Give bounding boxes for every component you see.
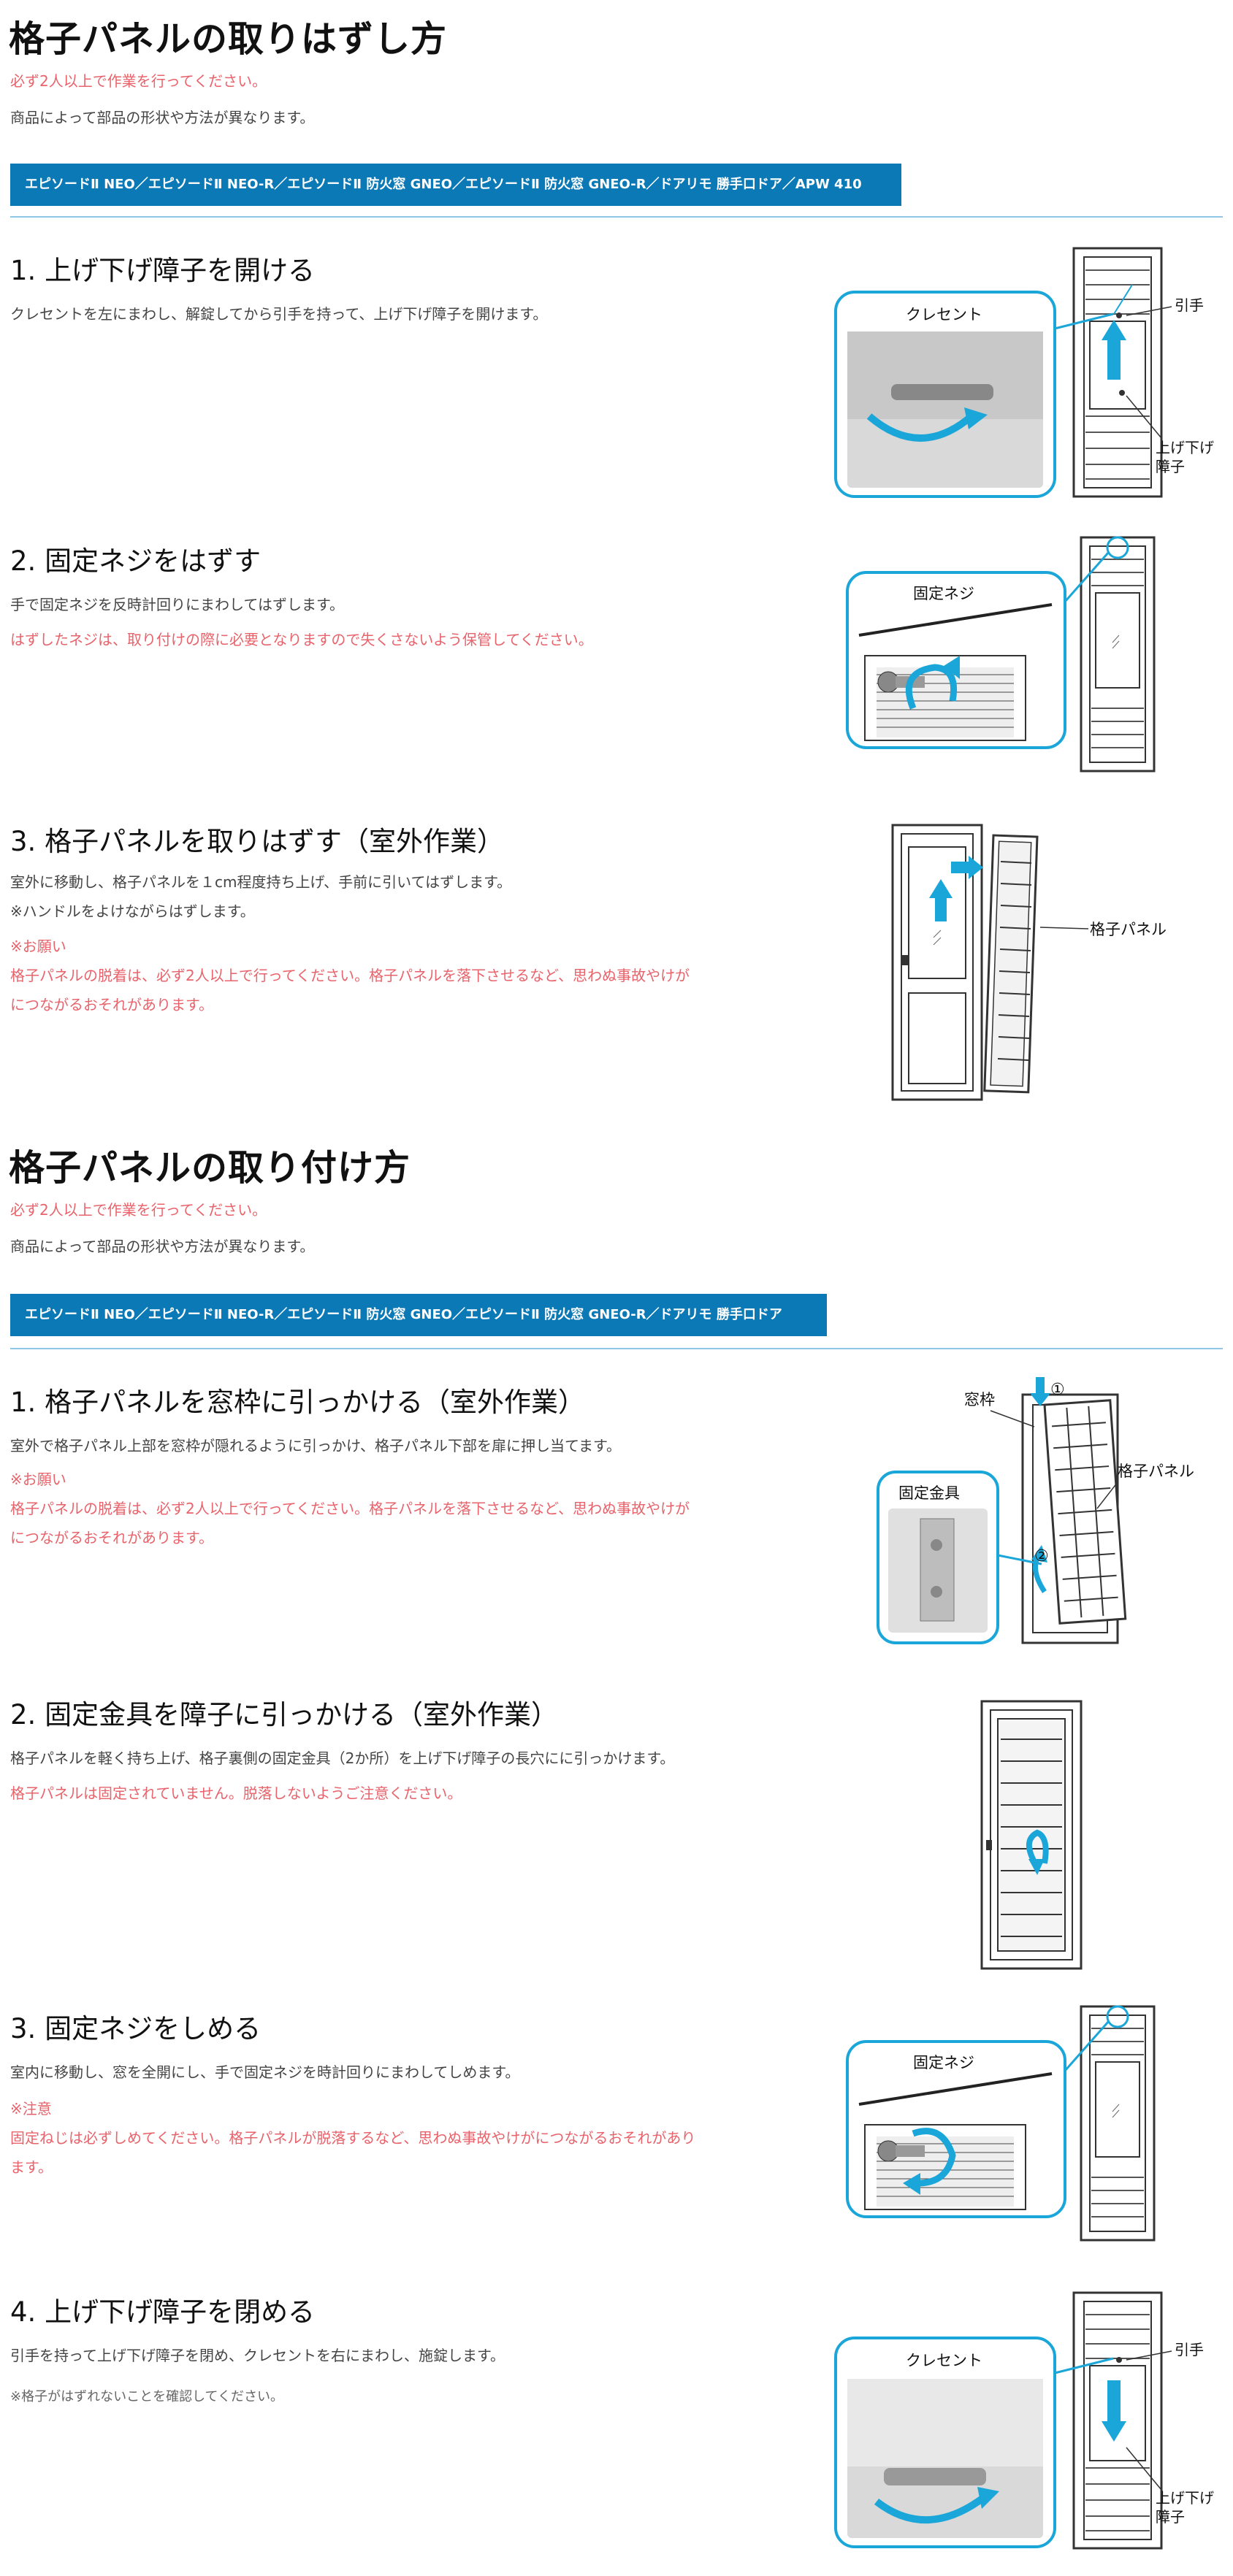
removal-product-tag: エピソードⅡ NEO／エピソードⅡ NEO-R／エピソードⅡ 防火窓 GNEO／… [10,164,901,206]
step-warning: につながるおそれがあります。 [10,1529,213,1546]
step-text: 室外で格子パネル上部を窓枠が隠れるように引っかけ、格子パネル下部を扉に押し当てま… [10,1437,621,1454]
removal-title: 格子パネルの取りはずし方 [9,18,448,60]
label-pull-handle: 引手 [1175,2341,1204,2358]
label-sash-2: 障子 [1156,458,1185,475]
removal-note: 商品によって部品の形状や方法が異なります。 [10,109,315,126]
step-number-1: ① [1050,1381,1065,1399]
step-text: 引手を持って上げ下げ障子を閉め、クレセントを右にまわし、施錠します。 [10,2347,505,2364]
label-pull-handle: 引手 [1175,296,1204,314]
step-number-2: ② [1034,1547,1049,1565]
step-illustration: 引手 上げ下げ 障子 クレセント [834,2291,1214,2550]
callout-fixing-screw: 固定ネジ [913,2054,974,2071]
label-sash: 上げ下げ [1156,2489,1214,2507]
label-window-frame: 窓枠 [964,1391,995,1408]
step-warning-head: ※注意 [10,2100,52,2117]
label-sash-2: 障子 [1156,2508,1185,2526]
step-title: 3. 固定ネジをしめる [10,2013,262,2044]
install-title: 格子パネルの取り付け方 [9,1147,411,1189]
step-note: ※格子がはずれないことを確認してください。 [10,2389,283,2404]
step-illustration [980,1700,1083,1970]
step-text: 格子パネルを軽く持ち上げ、格子裏側の固定金具（2か所）を上げ下げ障子の長穴にに引… [10,1749,675,1767]
step-text: 手で固定ネジを反時計回りにまわしてはずします。 [10,596,344,613]
label-lattice-panel: 格子パネル [1118,1463,1194,1480]
step-warning: ます。 [10,2158,53,2176]
callout-fixing-bracket: 固定金具 [898,1484,960,1502]
step-title: 2. 固定ネジをはずす [10,545,262,577]
step-warning-head: ※お願い [10,1471,66,1488]
label-sash: 上げ下げ [1156,439,1214,456]
step-illustration: 格子パネル [891,824,1167,1101]
step-text: 室外に移動し、格子パネルを１cm程度持ち上げ、手前に引いてはずします。 [10,873,512,891]
step-warning: 格子パネルは固定されていません。脱落しないようご注意ください。 [10,1785,462,1802]
divider [10,216,1223,218]
step-illustration: 固定ネジ [846,536,1156,773]
step-text: ※ハンドルをよけながらはずします。 [10,902,255,920]
step-text: クレセントを左にまわし、解錠してから引手を持って、上げ下げ障子を開けます。 [10,305,548,323]
step-title: 2. 固定金具を障子に引っかける（室外作業） [10,1699,559,1730]
step-warning-head: ※お願い [10,938,66,955]
install-warning: 必ず2人以上で作業を行ってください。 [10,1201,267,1219]
install-note: 商品によって部品の形状や方法が異なります。 [10,1238,315,1255]
step-illustration: 固定ネジ [846,2005,1156,2242]
callout-crescent: クレセント [906,2352,982,2369]
step-warning: につながるおそれがあります。 [10,996,213,1013]
step-illustration: ① ② 窓枠 格子パネル 固定金具 [877,1377,1194,1644]
step-title: 1. 上げ下げ障子を開ける [10,255,316,286]
step-title: 3. 格子パネルを取りはずす（室外作業） [10,826,505,857]
divider [10,1348,1223,1349]
step-title: 1. 格子パネルを窓枠に引っかける（室外作業） [10,1387,586,1418]
step-text: 室内に移動し、窓を全開にし、手で固定ネジを時計回りにまわしてしめます。 [10,2063,520,2081]
step-illustration: 引手 上げ下げ 障子 クレセント [834,247,1214,498]
label-lattice-panel: 格子パネル [1090,921,1167,938]
install-product-tag: エピソードⅡ NEO／エピソードⅡ NEO-R／エピソードⅡ 防火窓 GNEO／… [10,1294,827,1336]
callout-fixing-screw: 固定ネジ [913,585,974,602]
step-warning: 格子パネルの脱着は、必ず2人以上で行ってください。格子パネルを落下させるなど、思… [10,1500,690,1517]
step-warning: はずしたネジは、取り付けの際に必要となりますので失くさないよう保管してください。 [10,631,593,648]
step-warning: 固定ねじは必ずしめてください。格子パネルが脱落するなど、思わぬ事故やけがにつなが… [10,2129,696,2147]
step-title: 4. 上げ下げ障子を閉める [10,2296,316,2328]
step-warning: 格子パネルの脱着は、必ず2人以上で行ってください。格子パネルを落下させるなど、思… [10,967,690,984]
callout-crescent: クレセント [906,306,982,323]
removal-warning: 必ず2人以上で作業を行ってください。 [10,72,267,90]
